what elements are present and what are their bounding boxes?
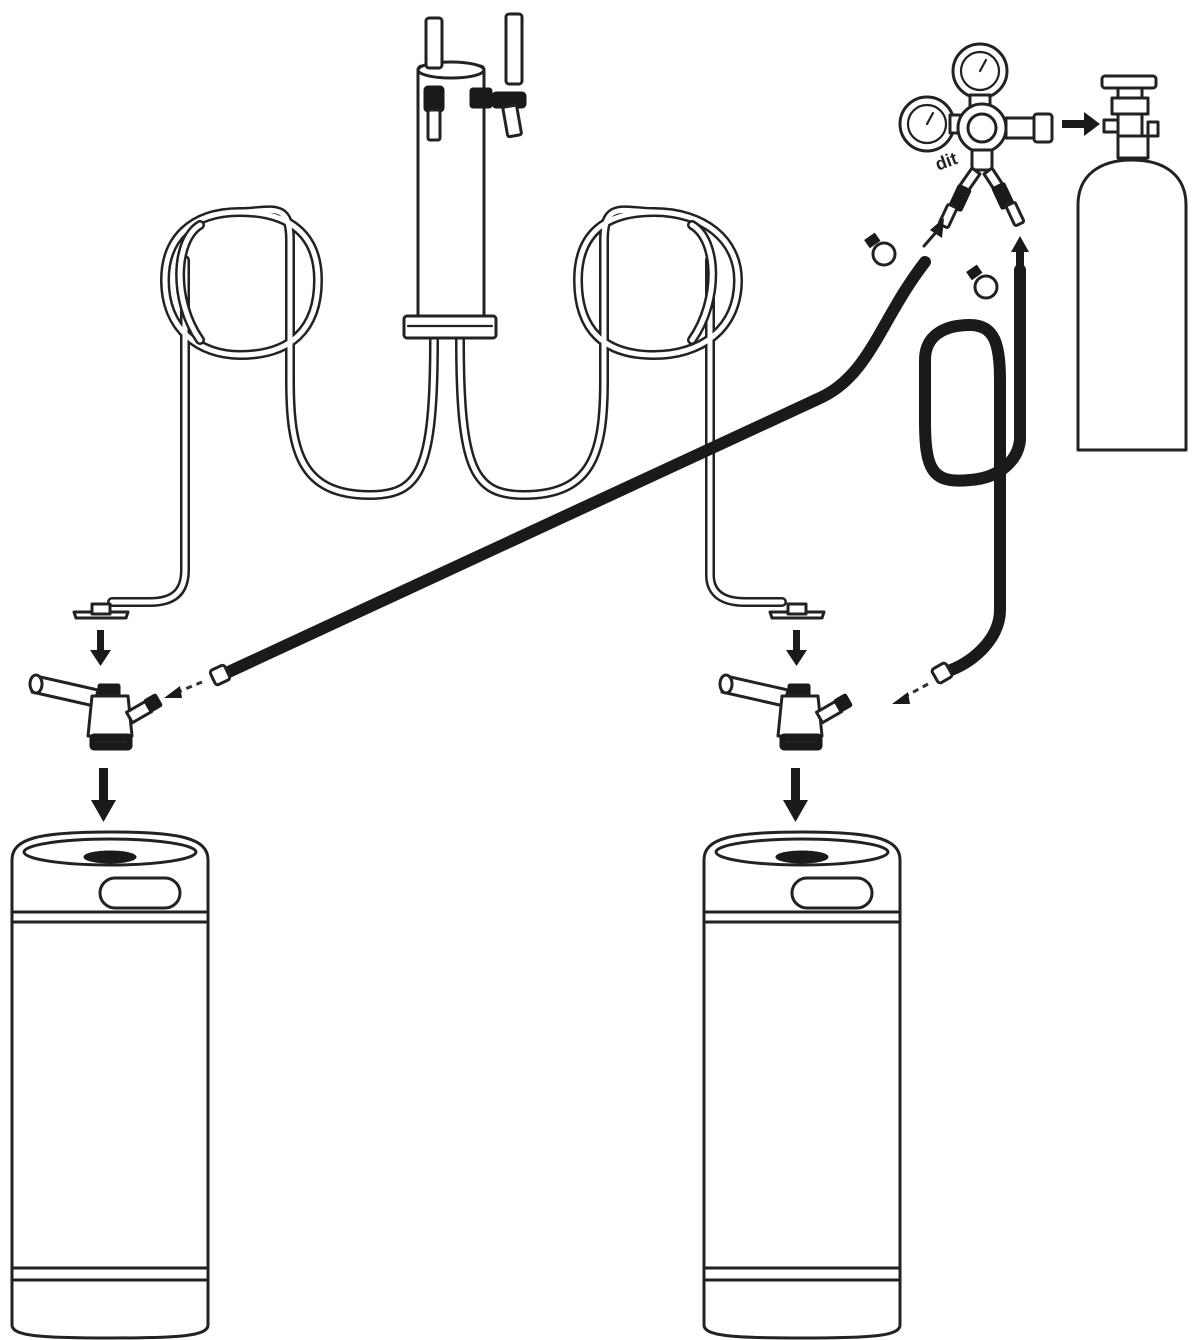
arrow-coupler-to-right-keg	[783, 768, 808, 822]
gas-hose-right	[919, 264, 1026, 685]
right-keg	[702, 830, 902, 1340]
left-beer-faucet	[423, 16, 445, 142]
co2-regulator: dit	[898, 42, 1054, 229]
arrow-regulator-to-cylinder	[1062, 112, 1100, 136]
hose-clamp-right	[966, 264, 999, 300]
arrow-hose-to-regulator-right	[1011, 236, 1029, 270]
dashed-arrow-to-left-coupler	[164, 680, 203, 698]
left-beer-line	[107, 205, 439, 607]
right-keg-coupler	[718, 602, 853, 751]
co2-cylinder	[1076, 74, 1188, 452]
right-beer-line	[455, 205, 787, 607]
regulator-brand-label: dit	[932, 148, 960, 174]
hose-clamp-left	[864, 232, 897, 267]
left-keg	[10, 830, 210, 1340]
arrow-line-to-left-coupler	[90, 630, 111, 666]
dashed-arrow-to-right-coupler	[892, 682, 929, 704]
left-keg-coupler	[28, 602, 163, 751]
right-beer-faucet	[469, 12, 527, 139]
arrow-hose-to-regulator-left	[922, 218, 944, 248]
gas-hose-left	[208, 256, 931, 687]
arrow-line-to-right-coupler	[786, 630, 807, 666]
arrow-coupler-to-left-keg	[91, 768, 116, 822]
